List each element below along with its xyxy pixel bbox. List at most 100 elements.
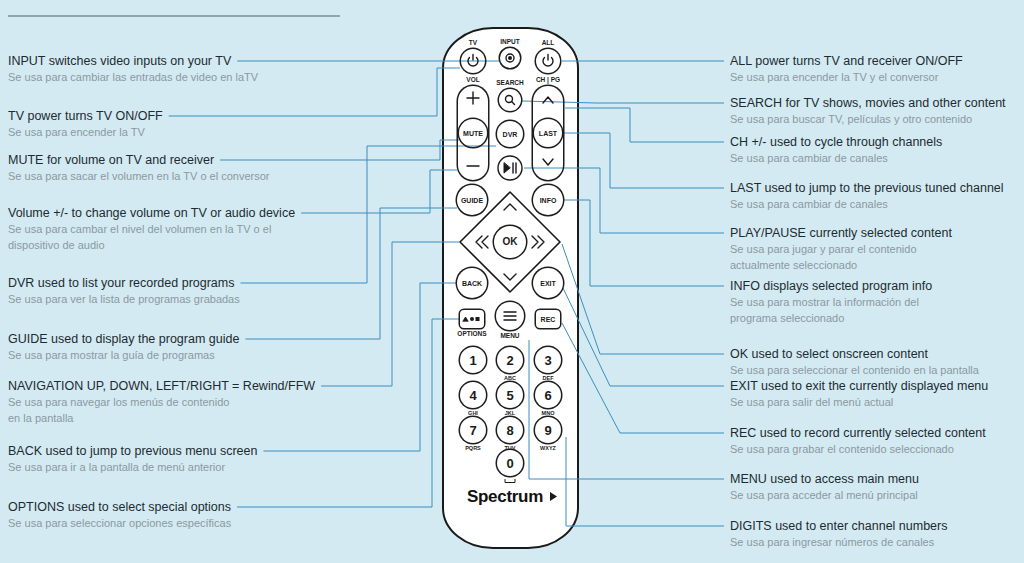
callout-translation: Se usa para cambar el nivel del volumen …	[8, 221, 308, 253]
button-label: 5	[506, 389, 513, 402]
round-button: DVR	[497, 121, 523, 147]
minus-icon	[467, 165, 479, 166]
button-label: INFO	[540, 197, 557, 204]
round-button: LAST	[534, 119, 562, 147]
leader-line	[564, 200, 724, 286]
callout-translation: Se usa para cambiar de canales	[730, 150, 888, 166]
button-label: 8	[506, 424, 513, 437]
leader-line	[562, 61, 724, 62]
navigation-pad	[460, 192, 560, 292]
callout-translation: Se usa para salir del menú actual	[730, 394, 893, 410]
leader-line	[301, 170, 457, 213]
callout-text: DVR used to list your recorded programs	[8, 275, 234, 291]
leader-line	[321, 242, 459, 386]
power-icon	[543, 55, 553, 67]
button-label: REC	[541, 316, 556, 323]
callout-translation: Se usa para ingresar números de canales	[730, 534, 934, 550]
callout-translation: Se usa para mostrar la guía de programas	[8, 347, 215, 363]
pause-icon	[513, 163, 516, 173]
callout-text: OPTIONS used to select special options	[8, 499, 231, 515]
button-label: CH | PG	[536, 77, 560, 84]
rocker-button: VOLMUTE	[458, 86, 488, 180]
leader-line	[237, 61, 499, 62]
options-square	[476, 317, 480, 321]
button-icons	[460, 54, 560, 501]
menu-button: MENU	[496, 302, 524, 330]
round-button: MUTE	[459, 119, 487, 147]
callout-text: DIGITS used to enter channel numbers	[730, 518, 947, 534]
leader-line	[529, 340, 724, 479]
leader-line	[263, 283, 456, 451]
rule-line	[8, 16, 340, 17]
input-icon	[506, 54, 514, 62]
leader-line	[562, 323, 724, 433]
round-button: EXIT	[533, 268, 563, 298]
rec-button: REC	[536, 310, 560, 328]
button-letters: ABC	[504, 376, 516, 382]
up-icon	[543, 97, 553, 103]
button-label: 0	[506, 457, 513, 470]
digit-button: 2ABC	[497, 347, 523, 373]
leader-line	[237, 319, 459, 507]
button-label: EXIT	[540, 280, 556, 287]
callout-translation: Se usa para jugar y parar el contenido a…	[730, 241, 945, 273]
ok-button: OK	[494, 226, 526, 258]
logo-arrow	[550, 492, 557, 501]
button-label: VOL	[466, 77, 479, 84]
space-symbol	[505, 480, 515, 483]
callout-text: REC used to record currently selected co…	[730, 425, 986, 441]
button-label: TV	[469, 40, 477, 47]
callout-text: LAST used to jump to the previous tuned …	[730, 180, 1004, 196]
button-letters: PQRS	[465, 446, 481, 452]
callout-text: MUTE for volume on TV and receiver	[8, 152, 214, 168]
callout-translation: Se usa para seleccionar el contenido en …	[730, 362, 979, 378]
round-button: GUIDE	[457, 185, 487, 215]
callout-translation: Se usa para buscar TV, películas y otro …	[730, 111, 972, 127]
button-label: 6	[544, 389, 551, 402]
button-label: GUIDE	[461, 197, 483, 204]
leader-line	[245, 208, 457, 339]
button-letters: TUV	[505, 446, 516, 452]
button-letters: GHI	[468, 411, 478, 417]
button-label: 2	[506, 354, 513, 367]
button-label: DVR	[503, 131, 518, 138]
callout-text: INPUT switches video inputs on your TV	[8, 53, 231, 69]
digit-button: 3DEF	[535, 347, 561, 373]
nav-down-arrow	[504, 274, 516, 280]
options-dot	[470, 317, 474, 321]
callout-translation: Se usa para encender la TV y el converso…	[730, 69, 938, 85]
callout-text: BACK used to jump to previous menu scree…	[8, 443, 257, 459]
callout-translation: Se usa para ver la lista de programas gr…	[8, 291, 240, 307]
digit-button: 5JKL	[497, 382, 523, 408]
down-icon	[543, 159, 553, 165]
callout-translation: Se usa para grabar el contenido seleccio…	[730, 441, 954, 457]
power-button: ALL	[536, 49, 560, 73]
button-label: INPUT	[500, 39, 520, 46]
play-icon	[504, 163, 510, 173]
digit-button: 4GHI	[460, 382, 486, 408]
callout-text: PLAY/PAUSE currently selected content	[730, 225, 952, 241]
button-label: ALL	[542, 40, 555, 47]
leader-line	[566, 437, 724, 526]
callout-text: NAVIGATION UP, DOWN, LEFT/RIGHT = Rewind…	[8, 378, 315, 394]
rewind-arrow	[476, 236, 488, 248]
forward-arrow	[532, 236, 544, 248]
callout-text: GUIDE used to display the program guide	[8, 331, 239, 347]
callout-translation: Se usa para cambiar las entradas de vide…	[8, 69, 258, 85]
callout-text: MENU used to access main menu	[730, 471, 919, 487]
options-triangle	[463, 317, 468, 321]
button-label: 1	[469, 354, 476, 367]
callout-translation: Se usa para navegar los menús de conteni…	[8, 394, 240, 426]
options-button: OPTIONS	[460, 310, 484, 328]
callout-text: TV power turns TV ON/OFF	[8, 108, 163, 124]
callout-translation: Se usa para ir a la pantalla de menú ant…	[8, 459, 225, 475]
button-label: LAST	[539, 130, 557, 137]
remote-body: SpectrumTVINPUTALLVOLMUTESEARCHDVRCH | P…	[443, 28, 578, 548]
digit-button: 0	[497, 450, 523, 476]
button-label: MENU	[500, 333, 519, 340]
power-button: TV	[461, 49, 485, 73]
callout-text: ALL power turns TV and receiver ON/OFF	[730, 53, 963, 69]
callout-translation: Se usa para seleccionar opciones específ…	[8, 515, 231, 531]
power-icon	[468, 55, 478, 67]
